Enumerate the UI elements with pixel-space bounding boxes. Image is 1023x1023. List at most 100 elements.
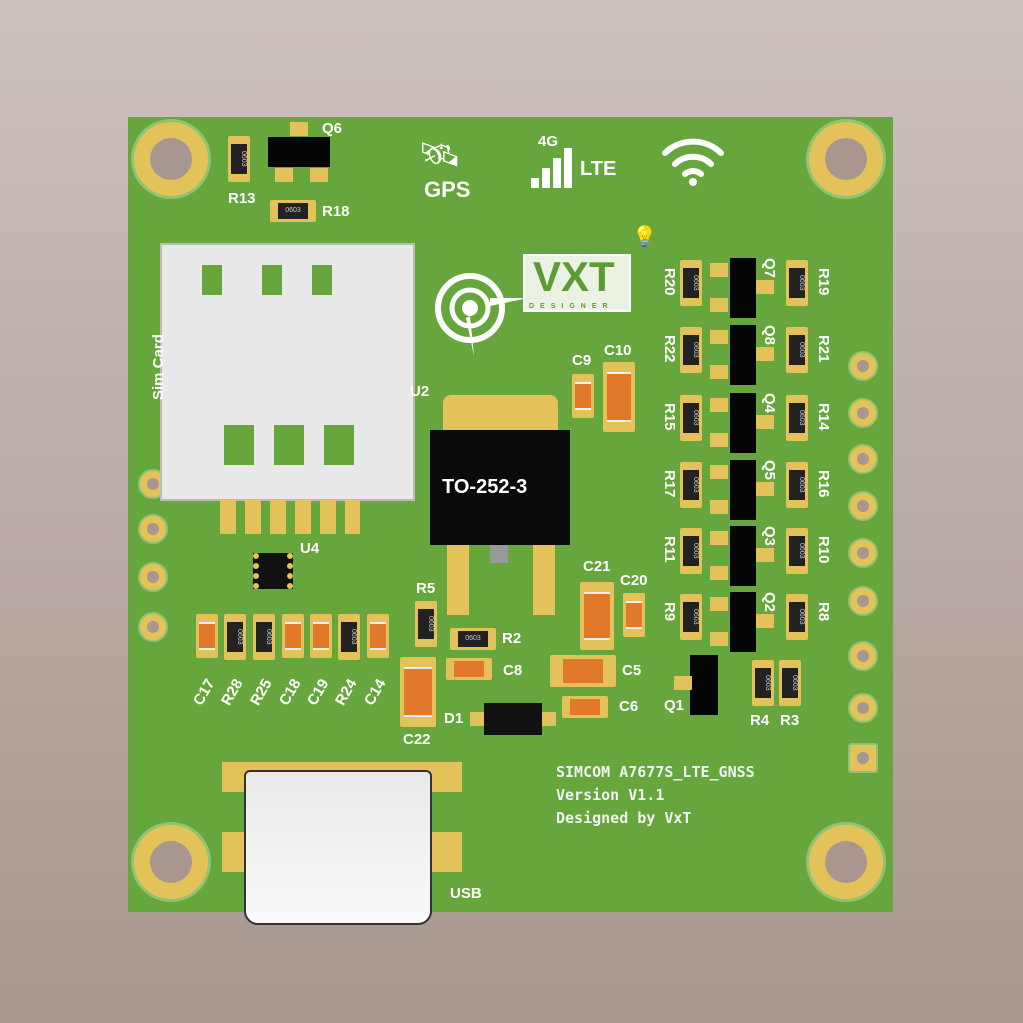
gps-label: GPS <box>424 177 471 202</box>
label-left-resistor: R20 <box>661 268 678 296</box>
resistor-r3: 0603 <box>779 660 801 706</box>
header-pad <box>848 351 878 381</box>
capacitor-c20 <box>623 593 645 637</box>
label-r5: R5 <box>416 580 436 597</box>
capacitor-c21 <box>580 582 614 650</box>
resistor-r13: 0603 <box>228 136 250 182</box>
label-transistor: Q4 <box>761 393 778 414</box>
label-r18: R18 <box>322 203 350 220</box>
resistor-r2: 0603 <box>450 628 496 650</box>
satellite-icon: 🛰 <box>418 136 462 174</box>
header-pad <box>848 586 878 616</box>
label-c6: C6 <box>619 698 639 715</box>
label-right-resistor: R10 <box>815 536 832 564</box>
sim-pads <box>220 500 360 534</box>
header-pad <box>848 693 878 723</box>
pad <box>290 122 308 136</box>
header-pad-square <box>848 743 878 773</box>
pad <box>310 168 328 182</box>
header-pad <box>848 491 878 521</box>
label-right-resistor: R16 <box>815 470 832 498</box>
label-transistor: Q2 <box>761 592 778 613</box>
label-q1: Q1 <box>664 697 685 714</box>
capacitor-c5 <box>550 655 616 687</box>
label-u2: U2 <box>410 383 430 400</box>
logo-sub: DESIGNER <box>529 303 614 310</box>
logo-brand: VXT <box>533 253 615 300</box>
regulator-pin <box>447 545 469 615</box>
resistor-r5: 0603 <box>415 601 437 647</box>
header-pad <box>848 538 878 568</box>
capacitor-c22 <box>400 657 436 727</box>
label-left-resistor: R17 <box>661 470 678 498</box>
vxt-emblem-icon <box>435 273 528 356</box>
sim-card-label: Sim Card <box>150 334 167 400</box>
resistor-r28: 0603 <box>224 614 246 660</box>
label-transistor: Q3 <box>761 526 778 547</box>
label-c5: C5 <box>622 662 642 679</box>
label-c22: C22 <box>403 731 431 748</box>
regulator-body: TO-252-3 <box>430 430 570 545</box>
label-c10: C10 <box>604 342 632 359</box>
resistor-r18: 0603 <box>270 200 316 222</box>
label-right-resistor: R21 <box>815 335 832 363</box>
header-pad <box>138 514 168 544</box>
transistor-q1 <box>690 655 718 715</box>
label-right-resistor: R19 <box>815 268 832 296</box>
regulator-pin <box>533 545 555 615</box>
label-right-resistor: R8 <box>815 602 832 622</box>
resistor-r4: 0603 <box>752 660 774 706</box>
label-r3: R3 <box>780 712 800 729</box>
mounting-hole <box>806 119 886 199</box>
4g-label: 4G <box>538 133 559 150</box>
label-left-resistor: R9 <box>661 602 678 622</box>
label-left-resistor: R11 <box>661 536 678 563</box>
label-transistor: Q5 <box>761 460 778 481</box>
label-r4: R4 <box>750 712 770 729</box>
resistor-r25: 0603 <box>253 614 275 660</box>
vxt-logo: VXT DESIGNER <box>523 253 631 312</box>
label-d1: D1 <box>444 710 464 727</box>
diode-d1 <box>484 703 542 735</box>
header-pad <box>848 641 878 671</box>
label-c21: C21 <box>583 558 611 575</box>
capacitor-c10 <box>603 362 635 432</box>
lightbulb-icon: 💡 <box>632 226 657 248</box>
mounting-hole <box>806 822 886 902</box>
board-name: SIMCOM A7677S_LTE_GNSS <box>556 763 755 781</box>
header-pad <box>848 444 878 474</box>
pad <box>275 168 293 182</box>
label-right-resistor: R14 <box>815 403 832 431</box>
wifi-icon <box>662 138 724 186</box>
transistor-q6 <box>268 137 330 167</box>
label-r2: R2 <box>502 630 522 647</box>
resistor-r24: 0603 <box>338 614 360 660</box>
capacitor-c14 <box>367 614 389 658</box>
regulator-label: TO-252-3 <box>442 476 528 498</box>
header-pad <box>848 398 878 428</box>
regulator-pin <box>490 545 508 563</box>
board-version: Version V1.1 <box>556 786 665 804</box>
label-transistor: Q7 <box>761 258 778 279</box>
label-c20: C20 <box>620 572 648 589</box>
board-designer: Designed by VxT <box>556 809 692 827</box>
capacitor-c6 <box>562 696 608 718</box>
label-q6: Q6 <box>322 120 343 137</box>
sim-card-holder <box>160 243 415 501</box>
capacitor-c17 <box>196 614 218 658</box>
capacitor-c19 <box>310 614 332 658</box>
label-u4: U4 <box>300 540 320 557</box>
pad <box>674 676 692 690</box>
header-pad <box>138 562 168 592</box>
chip-u4 <box>253 553 293 589</box>
header-pad <box>138 612 168 642</box>
label-usb: USB <box>450 885 482 902</box>
label-r13: R13 <box>228 190 256 207</box>
capacitor-c8 <box>446 658 492 680</box>
capacitor-c9 <box>572 374 594 418</box>
mounting-hole <box>131 822 211 902</box>
label-transistor: Q8 <box>761 325 778 346</box>
capacitor-c18 <box>282 614 304 658</box>
label-left-resistor: R22 <box>661 335 678 363</box>
usb-c-connector <box>244 770 432 925</box>
